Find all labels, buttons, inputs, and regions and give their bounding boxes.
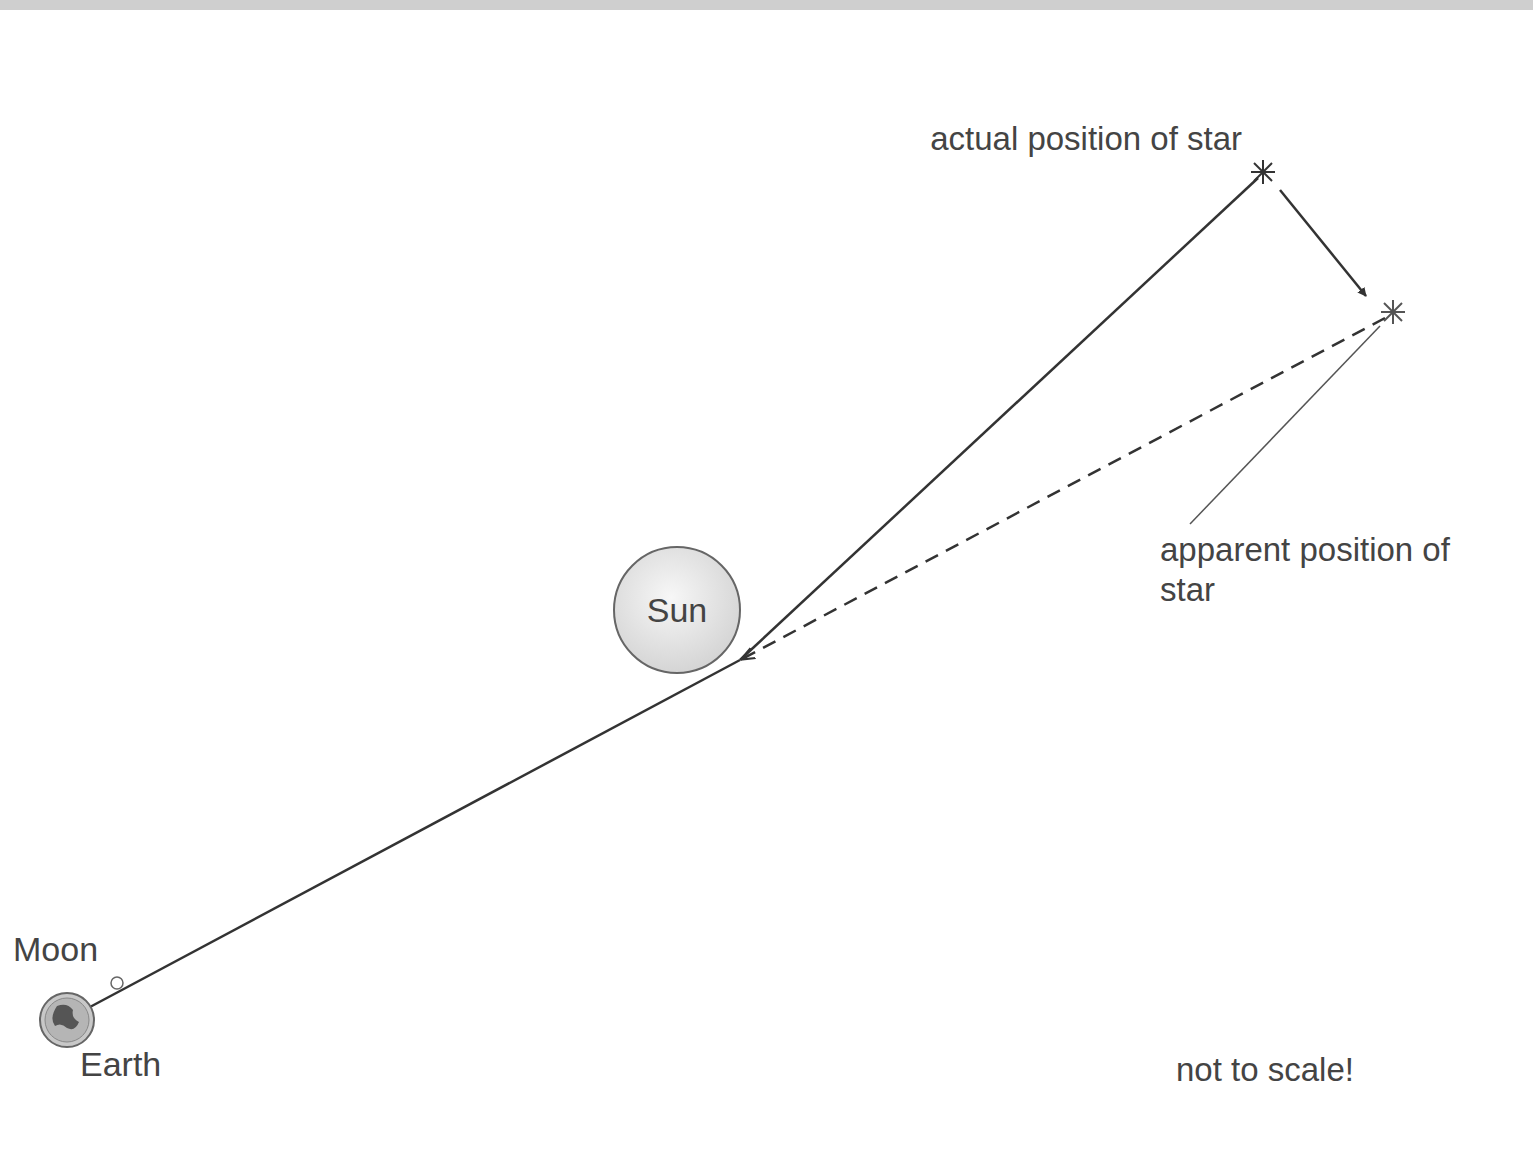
star-label: actual position of star <box>840 119 1242 159</box>
star-symbol <box>1251 160 1275 184</box>
label-box: actual position of star <box>840 119 1242 159</box>
shift-arrow <box>1280 190 1366 296</box>
scan-edge <box>0 0 1533 10</box>
globe-face <box>45 998 89 1042</box>
node-label: Sun <box>613 546 741 674</box>
light-ray <box>90 660 740 1007</box>
moon-circle: Moon <box>10 930 140 995</box>
scale-note: not to scale! <box>1176 1050 1476 1090</box>
node-label: Moon <box>13 930 140 969</box>
star-symbol <box>1381 300 1405 324</box>
label-box: not to scale! <box>1176 1050 1476 1090</box>
star-label: apparent position of star <box>1160 530 1465 609</box>
sun-circle <box>614 547 740 673</box>
earth-circle: Earth <box>38 990 178 1090</box>
sun-circle: Sun <box>613 546 741 674</box>
label-box: apparent position of star <box>1160 530 1465 609</box>
continent <box>52 1005 79 1029</box>
earth-circle <box>40 993 94 1047</box>
leader-line <box>1190 326 1380 524</box>
moon-circle <box>111 977 123 989</box>
node-label: Earth <box>80 1045 178 1084</box>
apparent-ray <box>742 318 1385 659</box>
